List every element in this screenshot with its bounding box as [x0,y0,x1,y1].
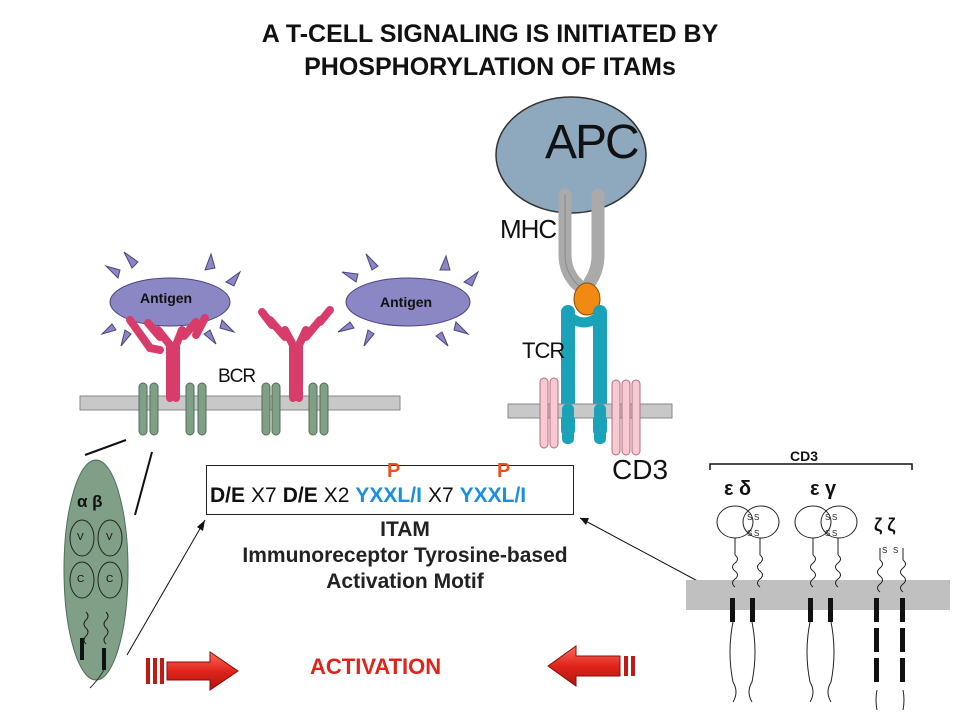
zoom-line-1 [84,439,127,456]
v-label-right: V [106,532,113,543]
svg-text:S: S [882,546,887,555]
bcr-label: BCR [218,366,256,387]
ig-alpha-beta [138,382,329,436]
title-line-1: A T-CELL SIGNALING IS INITIATED BY [261,20,719,48]
seq-yxxl-2: YXXL/I [459,484,527,507]
activation-label: ACTIVATION [310,654,442,679]
slide-title: A T-CELL SIGNALING IS INITIATED BY PHOSP… [150,18,830,84]
phospho-label-2: P [497,460,511,482]
tcr-detail-domains [69,519,123,645]
seq-de-1: D/E [210,484,246,507]
svg-text:S: S [825,513,830,522]
mhc-label: MHC [500,214,557,244]
antigen-right [337,253,480,347]
apc-label: APC [545,116,640,169]
itam-black-boxes [730,598,905,682]
bcr-left [126,314,209,402]
seq-x7-1: X7 [251,484,277,507]
seq-de-2: D/E [282,484,318,507]
c-label-left: C [77,574,85,585]
svg-text:S: S [747,529,752,538]
epsilon-delta-label: ε δ [724,478,752,500]
itam-sequence-box [206,465,574,515]
itam-full-line-2: Activation Motif [326,570,484,593]
c-label-right: C [106,574,114,585]
tail-1 [89,669,105,689]
svg-text:S: S [825,529,830,538]
itam-full-line-1: Immunoreceptor Tyrosine-based [242,544,568,567]
antigen-left [100,251,242,347]
svg-text:S: S [832,513,837,522]
alpha-beta-label: α β [77,492,103,511]
tcell-membrane [507,403,673,419]
svg-text:S: S [754,513,759,522]
seq-x2: X2 [323,484,350,507]
arrow-left-to-itam [126,519,206,656]
svg-text:S: S [832,529,837,538]
bcell-membrane [79,395,401,411]
v-label-left: V [77,532,84,543]
cd3-detail-label: CD3 [790,448,819,464]
zoom-line-2 [134,451,153,516]
phospho-label-1: P [387,460,401,482]
antigen-label-right: Antigen [380,294,433,310]
itam-name: ITAM [380,518,430,541]
tcr-detail-oval [63,459,129,681]
cd3-membrane [686,580,950,610]
seq-yxxl-1: YXXL/I [355,484,422,507]
svg-text:S: S [893,546,898,555]
bcr-right [258,306,334,402]
peptide [573,282,601,316]
itam-description: ITAM Immunoreceptor Tyrosine-based Activ… [180,517,630,595]
tcr-tm [562,404,606,444]
tm-black-2 [102,648,106,670]
cd3-chains [539,377,641,456]
svg-text:S: S [747,513,752,522]
tm-black-1 [80,638,84,660]
activation-arrow-right [547,645,635,687]
cd3-detail-chains [716,505,906,711]
title-line-2: PHOSPHORYLATION OF ITAMs [304,53,676,81]
tcr-molecule [561,305,607,437]
epsilon-gamma-label: ε γ [810,478,837,500]
cd3-label: CD3 [612,454,669,485]
tcr-label: TCR [522,338,565,363]
zeta-zeta-label: ζ ζ [874,515,896,535]
antigen-label-left: Antigen [140,290,193,306]
activation-arrow-left [146,651,239,691]
mhc-molecule [558,188,605,303]
cd3-bracket [709,463,913,470]
seq-x7-2: X7 [427,484,454,507]
svg-text:S: S [754,529,759,538]
